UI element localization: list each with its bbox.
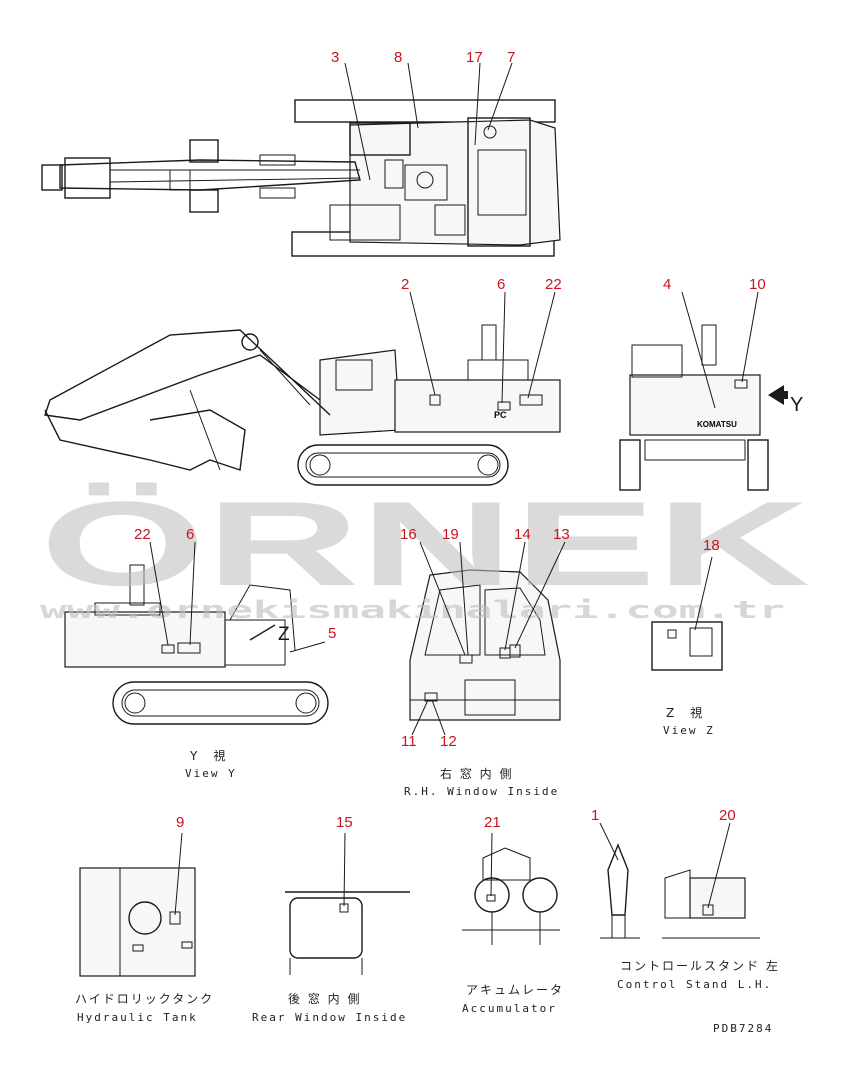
rear-view-drawing: KOMATSU Y xyxy=(619,324,803,491)
watermark-url: www.ornekismakinalari.com.tr xyxy=(40,596,785,624)
callout-16: 16 xyxy=(400,526,417,543)
hydraulic-tank-drawing xyxy=(79,867,196,977)
caption-view-z-en: View Z xyxy=(663,724,715,737)
callout-22-view-y: 22 xyxy=(134,526,151,543)
callout-21: 21 xyxy=(484,814,501,831)
callout-17: 17 xyxy=(466,49,483,66)
top-view-drawing xyxy=(41,99,561,257)
caption-control-stand-en: Control Stand L.H. xyxy=(617,978,772,991)
callout-7: 7 xyxy=(507,49,515,66)
caption-accumulator-en: Accumulator xyxy=(462,1002,557,1015)
rh-window-drawing xyxy=(409,569,561,721)
callout-4: 4 xyxy=(663,276,671,293)
view-y-drawing: Z xyxy=(64,564,329,725)
side-view-drawing: PC xyxy=(44,324,561,486)
callout-15: 15 xyxy=(336,814,353,831)
callout-12: 12 xyxy=(440,733,457,750)
caption-tank-en: Hydraulic Tank xyxy=(77,1011,198,1024)
pc-badge: PC xyxy=(494,410,507,420)
view-z-drawing xyxy=(651,621,723,671)
callout-8: 8 xyxy=(394,49,402,66)
callout-22: 22 xyxy=(545,276,562,293)
caption-tank-jp: ハイドロリックタンク xyxy=(75,992,214,1006)
callout-20: 20 xyxy=(719,807,736,824)
caption-window-en: R.H. Window Inside xyxy=(404,785,559,798)
caption-rear-window-en: Rear Window Inside xyxy=(252,1011,407,1024)
callout-numbers: 3 8 17 7 2 6 22 4 10 22 6 5 16 19 14 13 … xyxy=(134,49,766,831)
accumulator-drawing xyxy=(462,847,560,945)
callout-6-view-y: 6 xyxy=(186,526,194,543)
callout-3: 3 xyxy=(331,49,339,66)
callout-5: 5 xyxy=(328,625,336,642)
caption-view-y-en: View Y xyxy=(185,767,237,780)
callout-14: 14 xyxy=(514,526,531,543)
callout-19: 19 xyxy=(442,526,459,543)
caption-rear-window-jp: 後 窓 内 側 xyxy=(288,991,361,1006)
view-y-arrow-icon xyxy=(768,385,788,405)
captions: Y 視 View Y 右 窓 内 側 R.H. Window Inside Z … xyxy=(75,705,780,1035)
rear-window-drawing xyxy=(285,891,410,975)
control-stand-drawing xyxy=(600,843,760,939)
callout-9: 9 xyxy=(176,814,184,831)
caption-accumulator-jp: アキュムレータ xyxy=(466,983,564,997)
callout-1: 1 xyxy=(591,807,599,824)
caption-control-stand-jp: コントロールスタンド 左 xyxy=(620,958,780,973)
leader-lines xyxy=(149,62,759,916)
callout-6: 6 xyxy=(497,276,505,293)
callout-13: 13 xyxy=(553,526,570,543)
caption-view-z-jp: Z 視 xyxy=(666,705,704,720)
caption-view-y-jp: Y 視 xyxy=(189,748,227,763)
caption-window-jp: 右 窓 内 側 xyxy=(440,766,513,781)
callout-11: 11 xyxy=(401,733,417,750)
callout-18: 18 xyxy=(703,537,720,554)
callout-2: 2 xyxy=(401,276,409,293)
callout-10: 10 xyxy=(749,276,766,293)
view-z-marker: Z xyxy=(278,624,290,645)
watermark-brand: ÖRNEK xyxy=(40,477,810,611)
drawing-code: PDB7284 xyxy=(713,1022,773,1035)
view-y-arrow-label: Y xyxy=(790,394,803,416)
komatsu-plate: KOMATSU xyxy=(697,420,737,429)
